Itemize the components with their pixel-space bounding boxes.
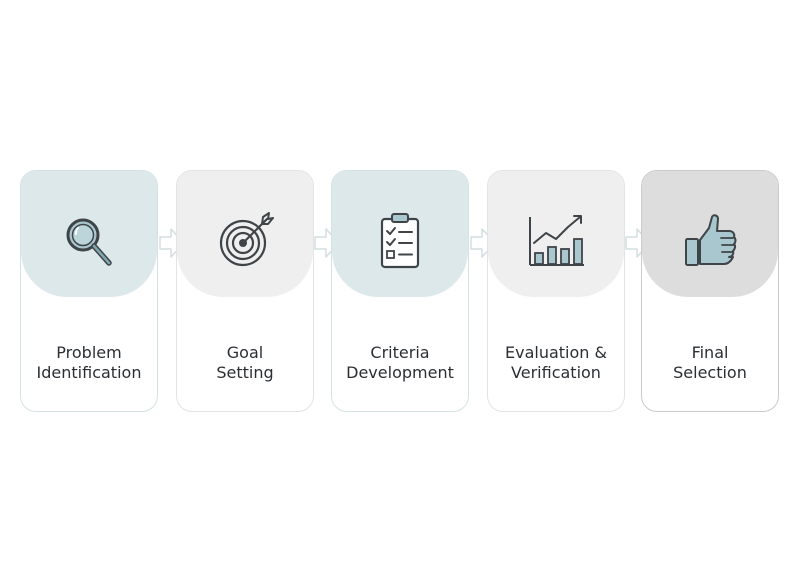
bar-chart-trend-icon: [524, 209, 588, 273]
step-label-line-1: Problem: [56, 343, 122, 362]
step-card-problem-identification: Problem Identification: [20, 170, 158, 412]
step-card-header: [488, 171, 624, 297]
step-label-line-2: Verification: [511, 363, 601, 382]
step-label-line-1: Criteria: [370, 343, 430, 362]
step-label-line-2: Development: [346, 363, 454, 382]
step-label-line-2: Setting: [216, 363, 274, 382]
step-label-line-1: Final: [691, 343, 729, 362]
step-label: Problem Identification: [21, 343, 157, 383]
step-label: Evaluation & Verification: [488, 343, 624, 383]
step-label-line-2: Selection: [673, 363, 747, 382]
step-label: Goal Setting: [177, 343, 313, 383]
step-card-goal-setting: Goal Setting: [176, 170, 314, 412]
step-label: Final Selection: [642, 343, 778, 383]
target-icon: [213, 209, 277, 273]
magnifier-icon: [57, 209, 121, 273]
step-label-line-1: Evaluation &: [505, 343, 607, 362]
step-card-final-selection: Final Selection: [641, 170, 779, 412]
step-label-line-2: Identification: [36, 363, 142, 382]
step-label: Criteria Development: [332, 343, 468, 383]
clipboard-checklist-icon: [368, 209, 432, 273]
step-label-line-1: Goal: [226, 343, 264, 362]
step-card-criteria-development: Criteria Development: [331, 170, 469, 412]
step-card-evaluation-verification: Evaluation & Verification: [487, 170, 625, 412]
thumbs-up-icon: [678, 209, 742, 273]
